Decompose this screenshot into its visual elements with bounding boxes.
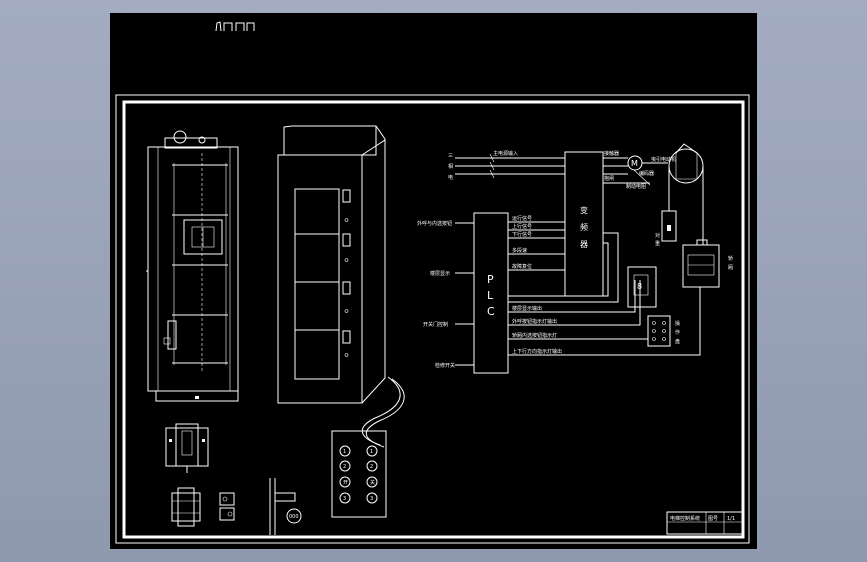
keypad-key[interactable] xyxy=(339,445,351,457)
inner-frame xyxy=(122,100,745,539)
traction-sheave xyxy=(668,148,704,184)
svg-text:外呼按钮指示灯输出: 外呼按钮指示灯输出 xyxy=(512,318,557,325)
keypad-key[interactable] xyxy=(366,445,378,457)
outer-frame xyxy=(115,94,750,544)
svg-text:重: 重 xyxy=(655,240,660,247)
svg-text:制动电阻: 制动电阻 xyxy=(626,183,646,190)
svg-text:电: 电 xyxy=(448,174,453,181)
svg-text:变: 变 xyxy=(580,205,588,215)
elevator-cabinet-3d xyxy=(277,125,405,448)
elevator-car xyxy=(682,244,720,288)
keypad-key[interactable] xyxy=(339,460,351,472)
svg-text:对: 对 xyxy=(655,232,660,239)
keypad-key[interactable] xyxy=(339,476,351,488)
svg-text:L: L xyxy=(487,289,494,302)
svg-text:上行信号: 上行信号 xyxy=(512,223,532,230)
drawing-canvas: 1 1 2 2 开 关 3 3 xyxy=(115,21,750,544)
svg-text:开关门控制: 开关门控制 xyxy=(423,321,448,328)
svg-text:运行信号: 运行信号 xyxy=(512,215,532,222)
svg-text:轿: 轿 xyxy=(728,255,733,262)
plc-box xyxy=(473,212,509,374)
svg-text:1/1: 1/1 xyxy=(727,516,735,522)
svg-text:多段速: 多段速 xyxy=(512,247,527,254)
keypad-key[interactable] xyxy=(339,492,351,504)
svg-text:1: 1 xyxy=(370,449,373,455)
operating-panel xyxy=(647,315,671,347)
elevator-shaft-drawing xyxy=(146,130,239,402)
svg-text:下行信号: 下行信号 xyxy=(512,231,532,238)
wiring-schematic: 三 相 电 主电源输入 变 频 器 xyxy=(417,143,733,374)
svg-text:曳引电动机: 曳引电动机 xyxy=(651,156,676,163)
svg-text:检修开关: 检修开关 xyxy=(435,362,455,369)
svg-text:关: 关 xyxy=(370,479,375,486)
svg-text:编码器: 编码器 xyxy=(639,170,654,177)
svg-text:频: 频 xyxy=(580,222,588,232)
svg-text:轿厢内选按钮指示灯: 轿厢内选按钮指示灯 xyxy=(512,332,557,339)
detail-parts: 000 xyxy=(165,423,302,535)
svg-text:M: M xyxy=(631,159,638,168)
header-mark xyxy=(215,21,255,32)
svg-text:器: 器 xyxy=(580,240,588,249)
svg-text:上下行方向指示灯输出: 上下行方向指示灯输出 xyxy=(512,348,562,355)
counterweight xyxy=(661,210,677,242)
svg-text:2: 2 xyxy=(343,464,346,470)
svg-text:图号: 图号 xyxy=(708,516,718,522)
title-block: 电梯控制系统 图号 1/1 xyxy=(666,511,743,535)
svg-text:C: C xyxy=(487,305,495,318)
svg-text:1: 1 xyxy=(343,449,346,455)
svg-text:楼层显示: 楼层显示 xyxy=(430,270,450,277)
svg-text:操: 操 xyxy=(675,320,680,327)
svg-text:2: 2 xyxy=(370,464,373,470)
svg-text:外呼与内选按钮: 外呼与内选按钮 xyxy=(417,220,452,227)
svg-text:电梯控制系统: 电梯控制系统 xyxy=(670,515,700,522)
svg-text:三: 三 xyxy=(448,153,453,159)
floor-display xyxy=(627,266,657,308)
keypad-key[interactable] xyxy=(366,492,378,504)
svg-text:抱闸: 抱闸 xyxy=(604,175,614,182)
svg-text:楼层显示输出: 楼层显示输出 xyxy=(512,305,542,312)
svg-text:作: 作 xyxy=(675,329,680,336)
svg-text:000: 000 xyxy=(289,514,299,520)
keypad-key[interactable] xyxy=(366,460,378,472)
svg-text:开: 开 xyxy=(343,480,348,486)
svg-text:接触器: 接触器 xyxy=(604,150,619,157)
keypad-panel: 1 1 2 2 开 关 3 3 xyxy=(331,430,387,518)
svg-text:3: 3 xyxy=(370,496,373,502)
drawing-sheet: 1 1 2 2 开 关 3 3 xyxy=(110,13,757,549)
svg-text:主电源输入: 主电源输入 xyxy=(493,150,518,157)
svg-text:故障复位: 故障复位 xyxy=(512,263,532,270)
svg-text:厢: 厢 xyxy=(728,265,733,271)
svg-text:8: 8 xyxy=(637,282,642,291)
svg-text:盘: 盘 xyxy=(675,338,680,345)
svg-text:3: 3 xyxy=(343,496,346,502)
keypad-key[interactable] xyxy=(366,476,378,488)
svg-text:相: 相 xyxy=(448,163,453,170)
svg-text:P: P xyxy=(487,273,494,286)
